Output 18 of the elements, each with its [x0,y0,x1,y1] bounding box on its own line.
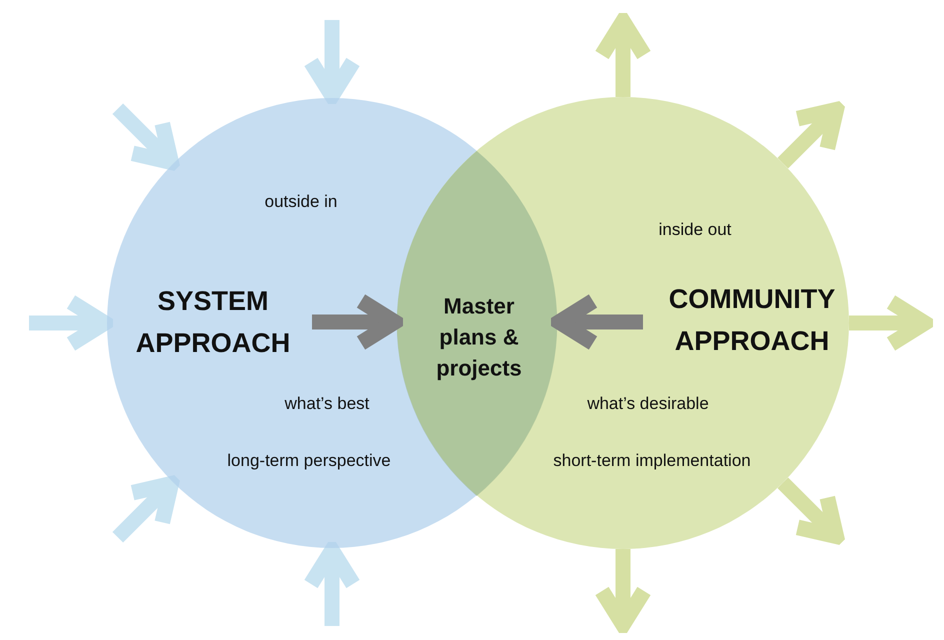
arrow [594,14,652,97]
heading: SYSTEM APPROACH [134,285,292,360]
circle-label: inside out [658,220,732,240]
heading: COMMUNITY APPROACH [668,283,836,358]
circle-label: long-term perspective [227,451,391,471]
arrow [594,549,652,632]
arrow [312,293,402,351]
circle-label: outside in [264,192,338,212]
arrow [778,102,844,168]
arrow [112,476,179,543]
arrow [849,294,932,352]
arrow [552,293,643,351]
heading: Master plans & projects [435,292,523,382]
circle-label: what’s desirable [587,394,709,414]
circle-label: short-term implementation [553,451,751,471]
arrow [112,103,179,170]
circle-label: what’s best [284,394,370,414]
arrow [778,478,844,544]
